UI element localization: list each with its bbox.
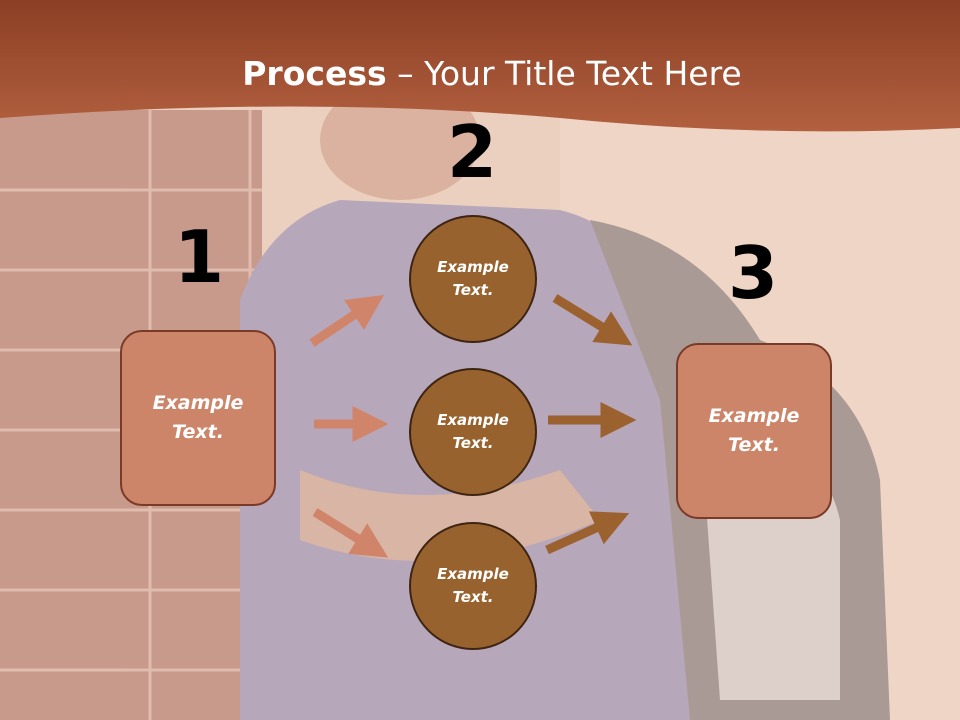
circle-top-text: Example Text. [437, 258, 509, 299]
title-rest: – Your Title Text Here [386, 54, 742, 93]
arrow-circle3-to-box3 [545, 511, 630, 555]
step-1-box: Example Text. [120, 330, 276, 506]
title-bold: Process [242, 54, 387, 93]
step-2-circle-top: Example Text. [409, 215, 537, 343]
arrow-box1-to-circle1 [309, 295, 384, 347]
step-number-2: 2 [446, 110, 498, 194]
step-2-circle-middle: Example Text. [409, 368, 537, 496]
slide-title: Process – Your Title Text Here [0, 52, 960, 96]
arrow-circle1-to-box3 [552, 294, 633, 346]
step-number-3: 3 [727, 231, 779, 315]
step-3-box-text: Example Text. [708, 405, 800, 456]
step-2-circle-bottom: Example Text. [409, 522, 537, 650]
step-number-1: 1 [173, 215, 225, 299]
circle-bottom-text: Example Text. [437, 565, 509, 606]
circle-middle-text: Example Text. [437, 411, 509, 452]
arrow-box1-to-circle3 [312, 508, 389, 558]
step-3-box: Example Text. [676, 343, 832, 519]
step-1-box-text: Example Text. [152, 392, 244, 443]
